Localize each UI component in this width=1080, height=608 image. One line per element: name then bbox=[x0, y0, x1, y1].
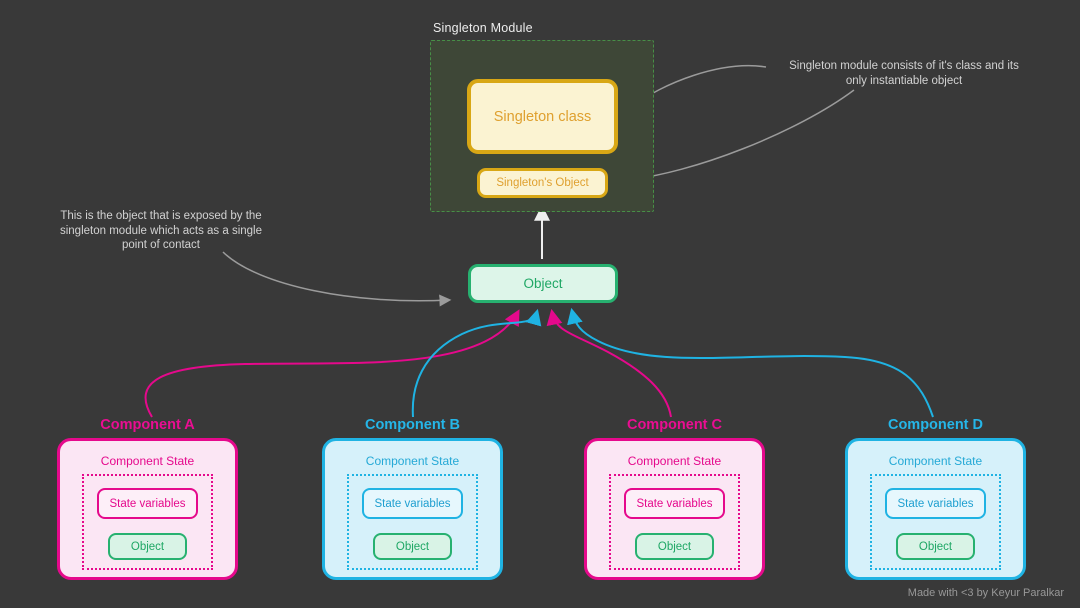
component-c: Component C Component State State variab… bbox=[584, 417, 765, 580]
component-a-state-group: State variables Object bbox=[82, 474, 213, 570]
component-d-object: Object bbox=[896, 533, 975, 560]
component-b-state-group: State variables Object bbox=[347, 474, 478, 570]
component-c-object: Object bbox=[635, 533, 714, 560]
arrow-component-d-to-object bbox=[567, 307, 934, 418]
component-b-state-title: Component State bbox=[365, 454, 460, 468]
annotation-object-note: This is the object that is exposed by th… bbox=[59, 210, 262, 252]
component-d-state-title: Component State bbox=[888, 454, 983, 468]
component-a-box: Component State State variables Object bbox=[57, 438, 238, 580]
component-a-object: Object bbox=[108, 533, 187, 560]
component-b-title: Component B bbox=[364, 417, 461, 433]
component-c-box: Component State State variables Object bbox=[584, 438, 765, 580]
component-b-box: Component State State variables Object bbox=[322, 438, 503, 580]
singleton-object-box: Singleton's Object bbox=[477, 168, 608, 198]
component-c-state-title: Component State bbox=[627, 454, 722, 468]
annotation-module-note: Singleton module consists of it's class … bbox=[789, 60, 1019, 87]
component-b-object: Object bbox=[373, 533, 452, 560]
credit-text: Made with <3 by Keyur Paralkar bbox=[907, 587, 1064, 599]
component-a-title: Component A bbox=[100, 417, 195, 433]
arrow-note-to-object bbox=[222, 251, 452, 307]
singleton-class-box: Singleton class bbox=[467, 79, 618, 154]
component-d-state-variables: State variables bbox=[885, 488, 986, 519]
component-b: Component B Component State State variab… bbox=[322, 417, 503, 580]
component-c-state-variables: State variables bbox=[624, 488, 725, 519]
arrow-component-b-to-object bbox=[411, 308, 542, 418]
component-d-box: Component State State variables Object bbox=[845, 438, 1026, 580]
exposed-object-box: Object bbox=[468, 264, 618, 303]
component-b-state-variables: State variables bbox=[362, 488, 463, 519]
component-c-title: Component C bbox=[626, 417, 723, 433]
component-a-state-title: Component State bbox=[100, 454, 195, 468]
component-d: Component D Component State State variab… bbox=[845, 417, 1026, 580]
arrow-component-a-to-object bbox=[144, 309, 520, 418]
singleton-module-box: Singleton class Singleton's Object bbox=[430, 40, 654, 212]
component-d-state-group: State variables Object bbox=[870, 474, 1001, 570]
component-d-title: Component D bbox=[887, 417, 984, 433]
component-a-state-variables: State variables bbox=[97, 488, 198, 519]
singleton-module-label: Singleton Module bbox=[433, 21, 533, 35]
arrow-component-c-to-object bbox=[546, 308, 672, 418]
component-c-state-group: State variables Object bbox=[609, 474, 740, 570]
component-a: Component A Component State State variab… bbox=[57, 417, 238, 580]
arrow-note-to-singleton-object bbox=[622, 89, 855, 186]
